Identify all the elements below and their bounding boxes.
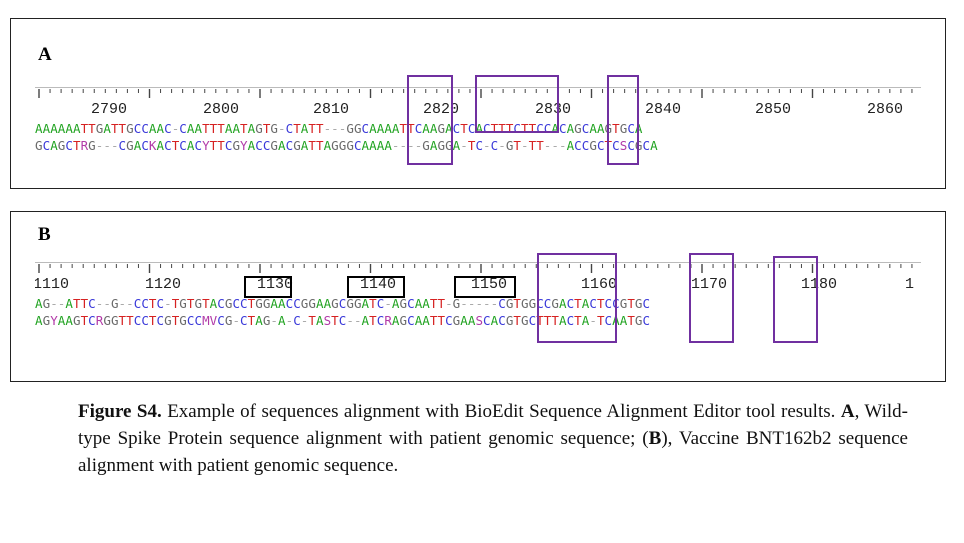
panel-b-label: B: [38, 224, 51, 245]
sequence-row-1: AAAAAATTGATTGCCAAC-CAATTTAATAGTG-CTATT--…: [35, 121, 643, 136]
figure-label: Figure S4.: [78, 401, 162, 422]
panel-b: B 1110 1120 1130 1140 1150 1160 1170 118…: [10, 211, 946, 382]
ruler-a: [35, 87, 921, 98]
caption-text: ), Vaccine BNT162b2 sequence alignment w…: [78, 428, 908, 476]
ruler-number: 2860: [867, 101, 904, 118]
ruler-number: 1160: [581, 276, 618, 293]
ruler-number: 2850: [755, 101, 792, 118]
caption-text: Example of sequences alignment with BioE…: [161, 401, 841, 422]
ruler-a-numbers: 2790 2800 2810 2820 2830 2840 2850 2860: [35, 101, 921, 119]
ruler-number: 2810: [313, 101, 350, 118]
ruler-number: 1: [905, 276, 915, 293]
panel-a-label: A: [38, 44, 52, 65]
ruler-b-numbers: 1110 1120 1130 1140 1150 1160 1170 1180 …: [35, 276, 921, 294]
ruler-number: 1140: [360, 276, 397, 293]
ruler-a-ticks: [38, 89, 913, 98]
ruler-number: 2800: [203, 101, 240, 118]
ruler-number: 2840: [645, 101, 682, 118]
ruler-number: 1180: [801, 276, 838, 293]
ruler-number: 2790: [91, 101, 128, 118]
caption-label-b: B: [648, 428, 662, 449]
figure-caption: Figure S4. Example of sequences alignmen…: [78, 398, 908, 479]
sequence-row-2: GCAGCTRG---CGACKACTCACYTTCGYACCGACGATTAG…: [35, 138, 658, 151]
ruler-number: 1120: [145, 276, 182, 293]
ruler-number: 1130: [257, 276, 294, 293]
ruler-number: 2820: [423, 101, 460, 118]
caption-label-a: A: [840, 401, 855, 422]
alignment-viewer-b: 1110 1120 1130 1140 1150 1160 1170 1180 …: [35, 258, 921, 326]
ruler-number: 1110: [35, 276, 70, 293]
alignment-viewer-a: 2790 2800 2810 2820 2830 2840 2850 2860 …: [35, 83, 921, 151]
caption-text: , Wild-type Spike Protein sequence align…: [78, 401, 908, 449]
ruler-b: [35, 262, 921, 273]
ruler-number: 2830: [535, 101, 572, 118]
ruler-b-ticks: [38, 264, 913, 273]
sequence-row-1: AG--ATTC--G--CCTC-TGTGTACGCCTGGAACCGGAAG…: [35, 296, 651, 311]
ruler-number: 1150: [471, 276, 508, 293]
panel-a: A 2790 2800 2810 2820 2830 2840 2850 286…: [10, 18, 946, 189]
sequence-row-2: AGYAAGTCRGGTTCCTCGTGCCMVCG-CTAG-A-C-TAST…: [35, 313, 651, 326]
ruler-number: 1170: [691, 276, 728, 293]
